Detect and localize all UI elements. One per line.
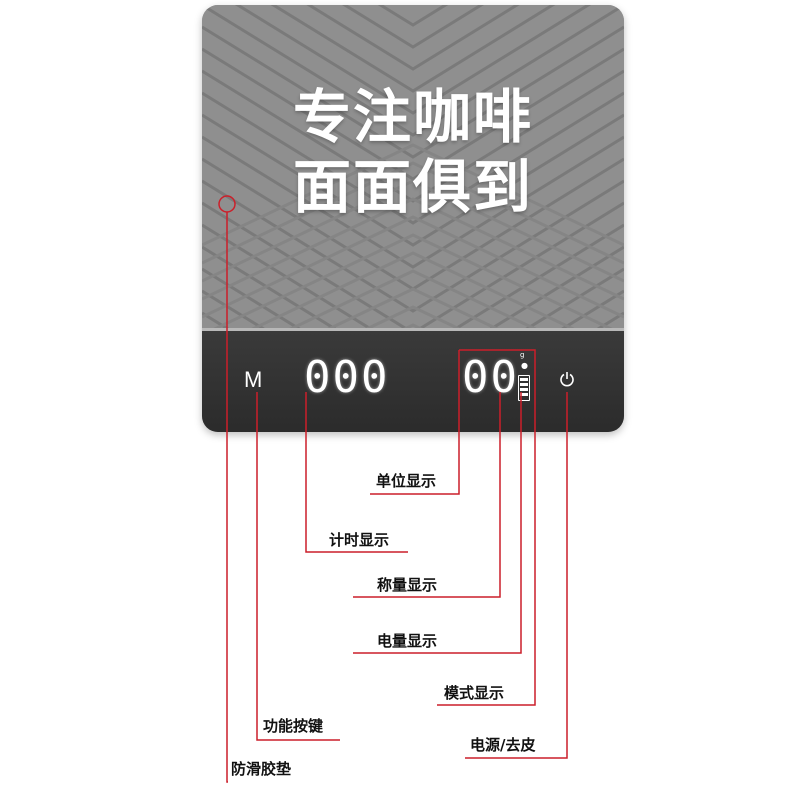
line-battery-display	[353, 392, 521, 653]
label-weight-display: 称量显示	[377, 576, 437, 594]
line-power-tare	[465, 392, 567, 758]
line-function-key	[257, 392, 340, 740]
label-unit-display: 单位显示	[376, 472, 436, 490]
label-anti-slip-pad: 防滑胶垫	[231, 760, 291, 778]
label-function-key: 功能按键	[263, 717, 323, 735]
anti-slip-pad-marker	[219, 196, 235, 212]
label-mode-display: 模式显示	[444, 684, 504, 702]
label-timer-display: 计时显示	[329, 531, 389, 549]
label-battery-display: 电量显示	[377, 632, 437, 650]
label-power-tare: 电源/去皮	[470, 736, 535, 754]
line-anti-slip-pad	[227, 212, 228, 782]
